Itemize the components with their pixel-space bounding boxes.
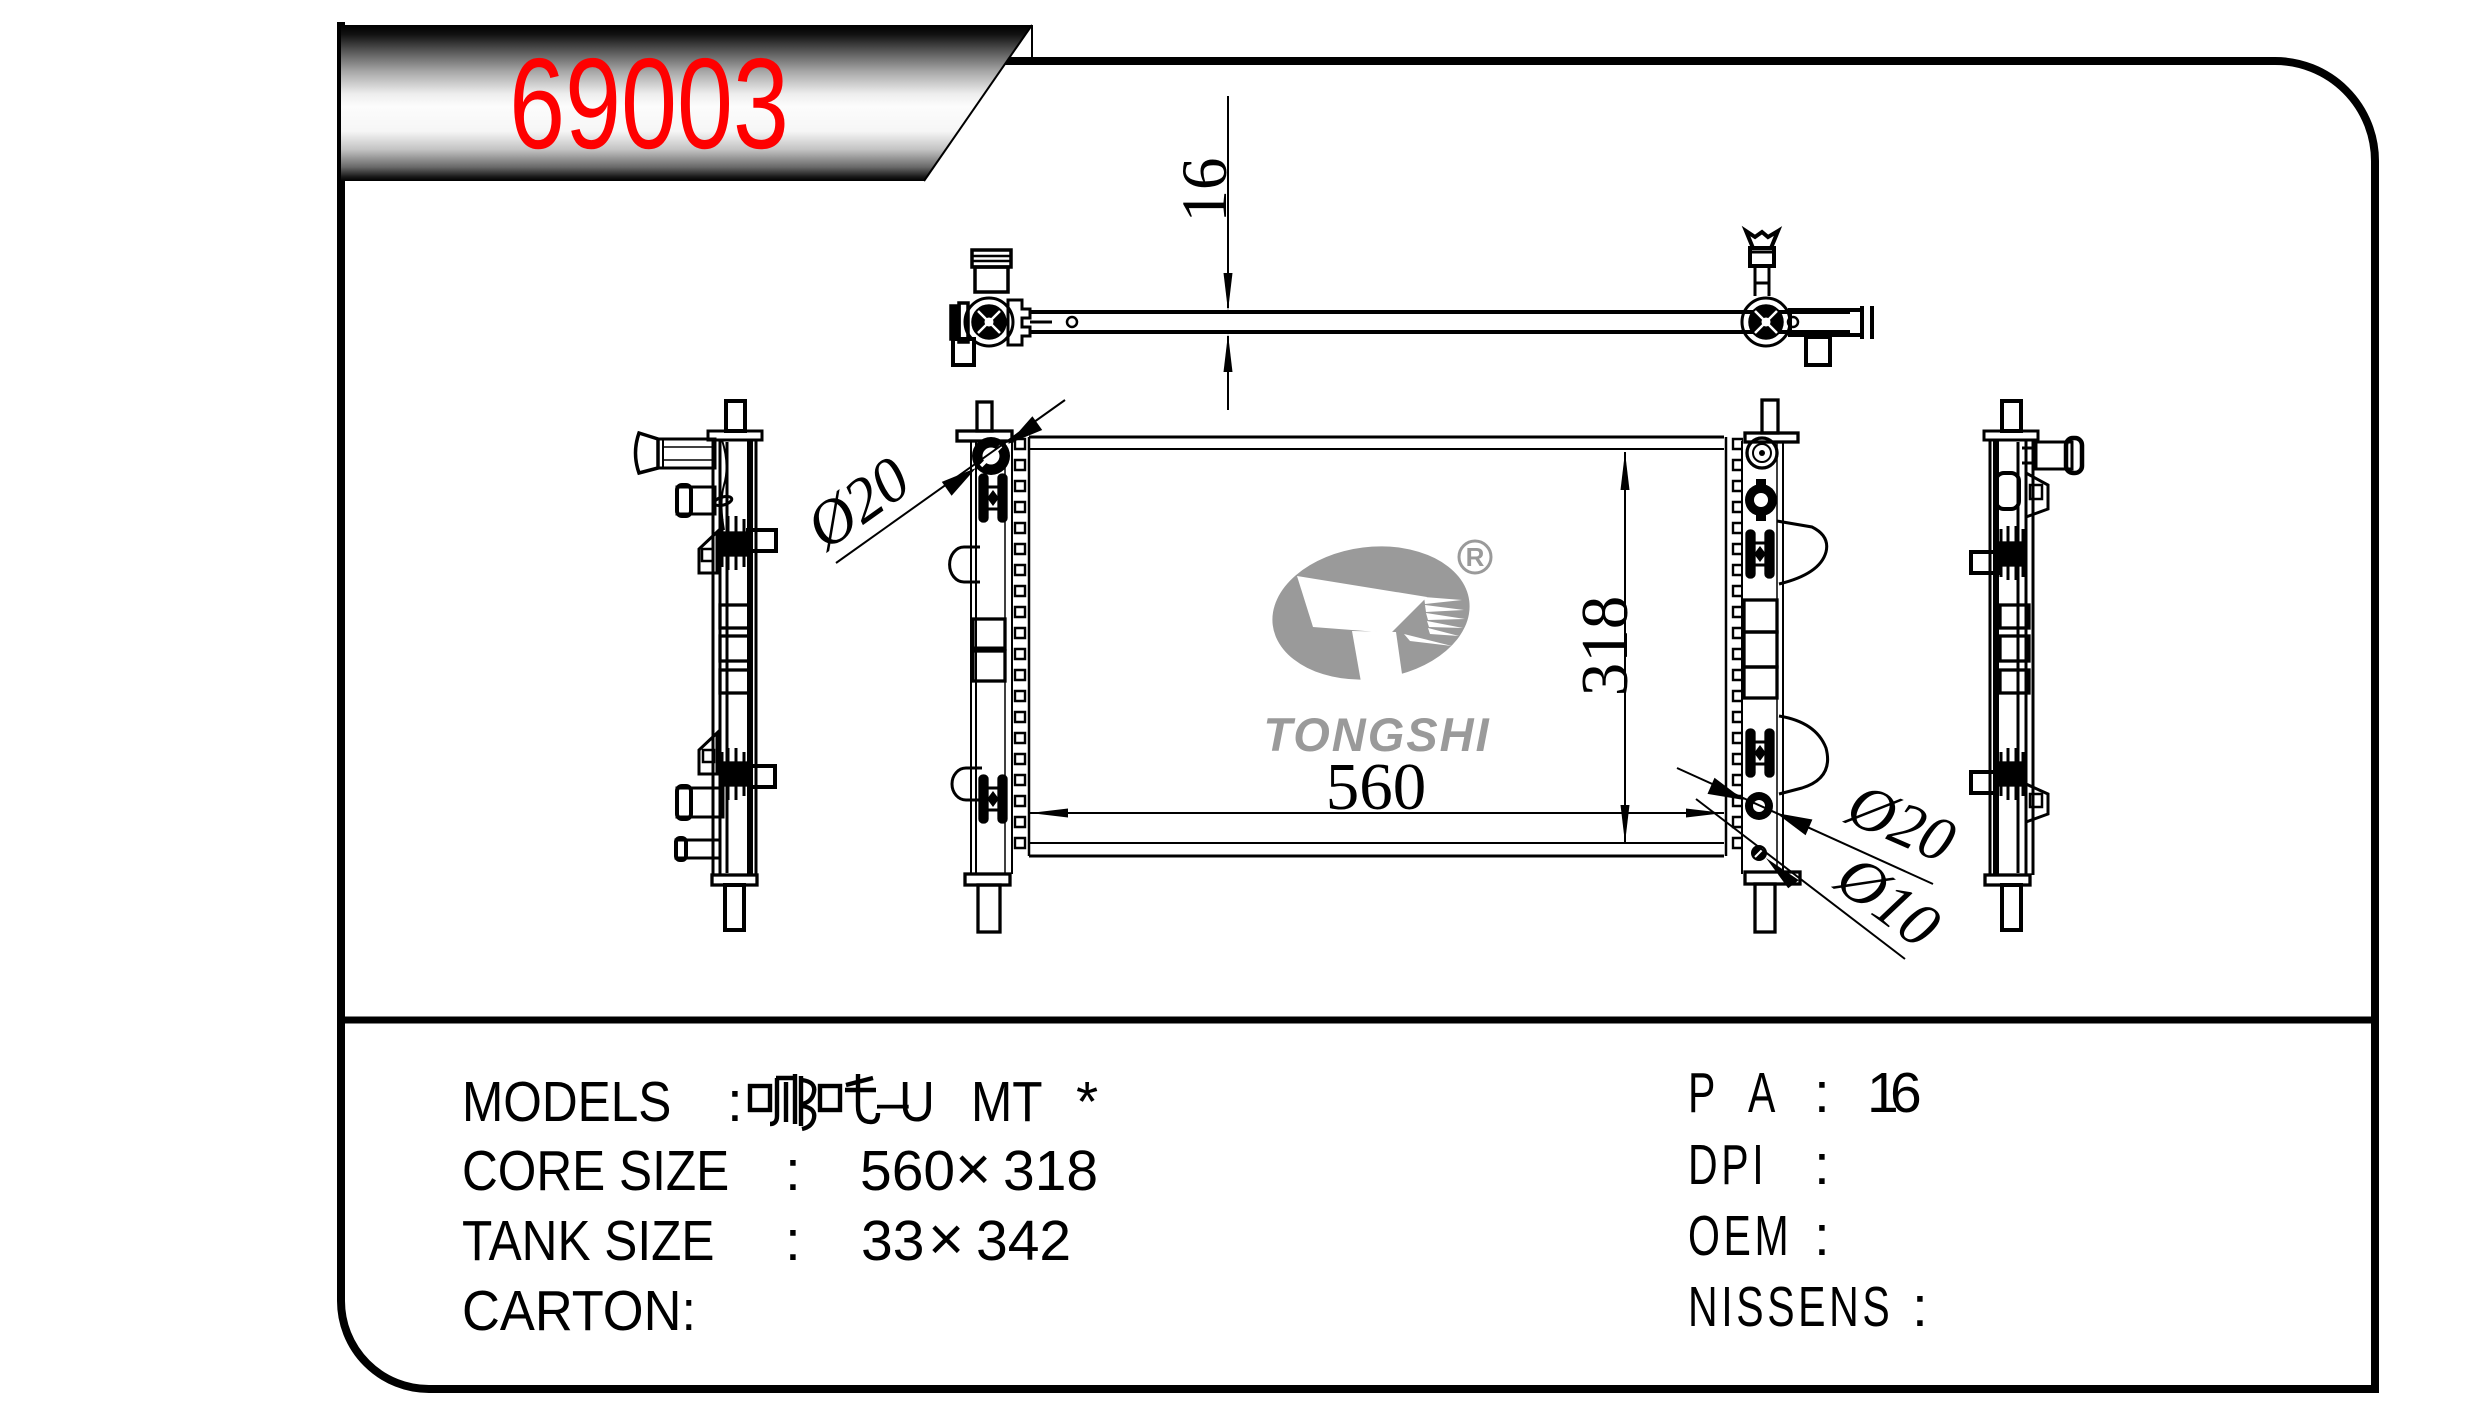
svg-text:16: 16 (1169, 158, 1241, 223)
svg-text:R: R (1466, 542, 1485, 572)
svg-text:TANK SIZE: TANK SIZE (462, 1210, 714, 1273)
svg-text:DPI: DPI (1688, 1132, 1767, 1196)
svg-text:1: 1 (1867, 1061, 1899, 1125)
svg-text:A: A (1748, 1060, 1779, 1124)
svg-text:TONGSHI: TONGSHI (1263, 708, 1490, 761)
svg-text:×: × (928, 1205, 964, 1274)
svg-text:×: × (955, 1135, 991, 1204)
svg-text::: : (785, 1139, 801, 1203)
svg-text:P: P (1688, 1060, 1719, 1124)
svg-text::: : (1912, 1275, 1928, 1339)
svg-text:MODELS: MODELS (462, 1071, 671, 1134)
svg-text:*: * (1076, 1070, 1098, 1134)
svg-text:CORE SIZE: CORE SIZE (462, 1140, 729, 1203)
svg-text:318: 318 (1003, 1139, 1098, 1203)
svg-text:560: 560 (860, 1139, 955, 1203)
svg-text:318: 318 (1568, 596, 1642, 697)
svg-text::: : (727, 1070, 743, 1134)
svg-text:342: 342 (976, 1209, 1071, 1273)
svg-text:CARTON:: CARTON: (462, 1278, 696, 1343)
svg-text:NISSENS: NISSENS (1688, 1274, 1893, 1338)
svg-text::: : (1814, 1061, 1830, 1125)
svg-text::: : (1814, 1204, 1830, 1268)
svg-text:U: U (899, 1071, 935, 1134)
svg-text:69003: 69003 (509, 31, 789, 176)
svg-text::: : (785, 1209, 801, 1273)
svg-text::: : (1814, 1133, 1830, 1197)
svg-text:OEM: OEM (1688, 1203, 1792, 1267)
svg-text:560: 560 (1326, 750, 1427, 824)
svg-text:MT: MT (971, 1071, 1043, 1134)
svg-text:33: 33 (861, 1209, 924, 1273)
svg-text:Ø20: Ø20 (793, 443, 923, 563)
svg-text:–: – (877, 1070, 909, 1134)
svg-text:6: 6 (1890, 1061, 1922, 1125)
